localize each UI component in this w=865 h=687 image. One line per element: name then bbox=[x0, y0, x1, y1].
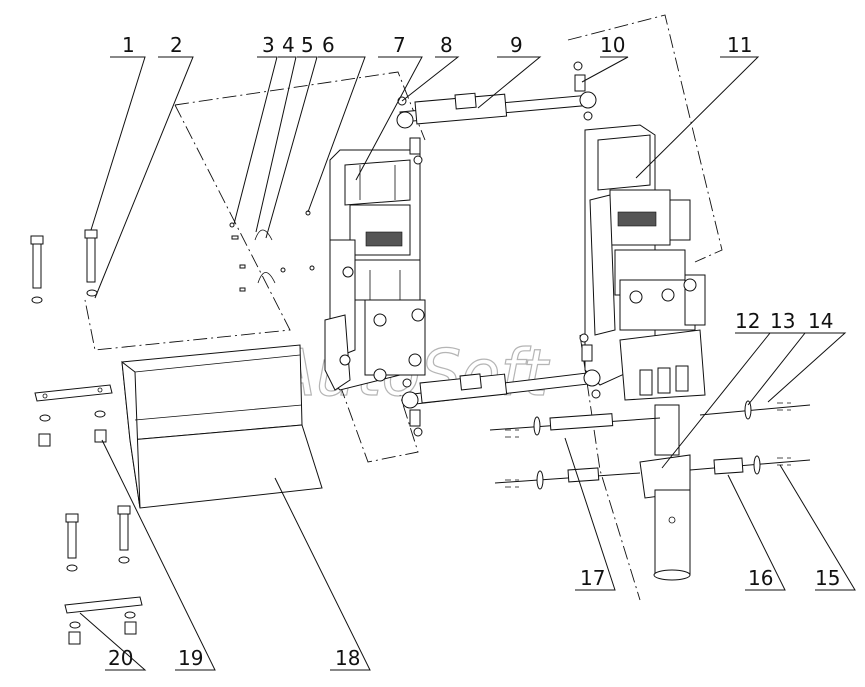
callout-13: 13 bbox=[770, 309, 795, 333]
callout-12: 12 bbox=[735, 309, 760, 333]
leader-lines bbox=[79, 56, 856, 671]
callout-6: 6 bbox=[322, 33, 335, 57]
pins-and-bushings bbox=[489, 400, 811, 490]
callout-1: 1 bbox=[122, 33, 135, 57]
callout-11: 11 bbox=[727, 33, 752, 57]
callout-17: 17 bbox=[580, 566, 605, 590]
callout-20: 20 bbox=[108, 646, 133, 670]
hydraulic-cylinder-lower bbox=[401, 333, 601, 437]
assembly-outline-right bbox=[567, 14, 723, 601]
callout-8: 8 bbox=[440, 33, 453, 57]
bolts-bottom-left bbox=[64, 505, 143, 645]
callout-5: 5 bbox=[301, 33, 314, 57]
hydraulic-cylinder-upper bbox=[396, 61, 597, 165]
callout-14: 14 bbox=[808, 309, 833, 333]
cover-box bbox=[121, 344, 323, 509]
callout-15: 15 bbox=[815, 566, 840, 590]
callout-19: 19 bbox=[178, 646, 203, 670]
bolts-top-left bbox=[30, 229, 98, 304]
small-fasteners-group bbox=[229, 210, 315, 292]
callout-10: 10 bbox=[600, 33, 625, 57]
pivot-shaft bbox=[639, 404, 691, 581]
left-frame-assembly bbox=[324, 149, 426, 391]
clamp-plate-upper bbox=[34, 384, 113, 447]
callout-16: 16 bbox=[748, 566, 773, 590]
callout-18: 18 bbox=[335, 646, 360, 670]
right-frame-assembly bbox=[584, 124, 706, 401]
callout-labels: 1 2 3 4 5 6 7 8 9 10 11 12 13 14 15 16 1… bbox=[108, 33, 840, 670]
callout-9: 9 bbox=[510, 33, 523, 57]
callout-4: 4 bbox=[282, 33, 295, 57]
callout-7: 7 bbox=[393, 33, 406, 57]
callout-3: 3 bbox=[262, 33, 275, 57]
callout-2: 2 bbox=[170, 33, 183, 57]
